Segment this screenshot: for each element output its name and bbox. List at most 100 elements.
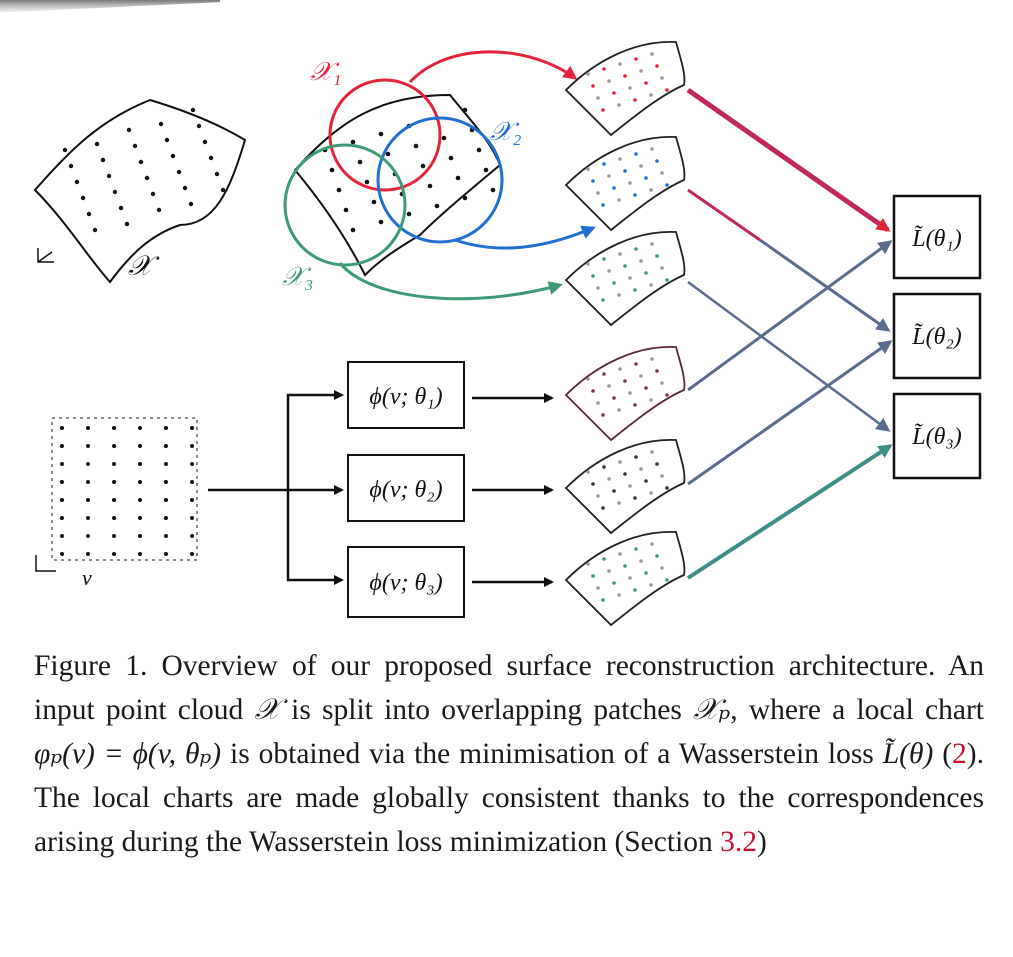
section-ref-link[interactable]: 3.2 [720,826,758,858]
point [378,131,384,137]
point [655,159,659,163]
generated-patches [564,346,686,627]
point [617,408,621,412]
point [60,480,64,484]
point [138,516,142,520]
point [68,163,74,169]
point [455,175,461,181]
caption-lead: Figure 1. Overview of our proposed surfa… [34,650,984,726]
point [190,552,194,556]
point [126,127,132,133]
point [202,139,208,145]
point [660,566,664,570]
point [86,498,90,502]
point [220,187,226,193]
point [639,467,643,471]
point [586,262,590,266]
point [591,574,595,578]
point [60,498,64,502]
point [602,465,606,469]
point [650,147,654,151]
point [164,137,170,143]
point [623,169,627,173]
point [190,462,194,466]
point [655,369,659,373]
point [602,67,606,71]
point [596,401,600,405]
network-output-arrows [472,393,554,587]
equation-ref-link[interactable]: 2 [952,738,967,770]
point [628,276,632,280]
point [138,552,142,556]
point [214,171,220,177]
point [649,398,653,402]
point [188,201,194,207]
point [660,381,664,385]
point [607,269,611,273]
point [350,139,356,145]
point [364,179,370,185]
point [164,516,168,520]
patch-circle-1 [328,78,442,192]
point [441,135,447,141]
point [406,211,412,217]
point [612,281,616,285]
point [607,79,611,83]
point [596,191,600,195]
caption-symbol-xp: 𝒳ₚ [693,694,731,726]
point [601,506,605,510]
point [634,547,638,551]
generated-patch-3 [564,531,686,627]
loss-connections [686,87,893,580]
caption-part-6: ) [757,826,767,858]
patched-surface: 𝒳₁ 𝒳₂ 𝒳₃ [282,50,596,301]
patch-label-2: 𝒳₂ [490,117,521,146]
point [601,413,605,417]
patch-label-3: 𝒳₃ [282,262,313,291]
target-patch-3 [564,231,686,327]
point [639,164,643,168]
point [655,554,659,558]
loss-label-3: L̃(θ₃) [911,423,961,450]
point [80,195,86,201]
caption-part-4: is obtained via the minimisation of a Wa… [221,738,883,770]
point [623,264,627,268]
point [596,494,600,498]
caption-part-2: is split into overlapping patches [279,694,694,726]
point [86,480,90,484]
point [601,298,605,302]
point [60,534,64,538]
point [138,534,142,538]
point [617,103,621,107]
point [628,181,632,185]
point [112,498,116,502]
network-box-2: ϕ(v; θ₂) [347,454,465,522]
point [617,293,621,297]
point [644,386,648,390]
point [62,147,68,153]
point [601,598,605,602]
point [164,498,168,502]
point [490,187,496,193]
caption-part-5a: ( [933,738,953,770]
point [586,377,590,381]
point [150,191,156,197]
point [144,175,150,181]
network-label-1: ϕ(v; θ₁) [369,384,442,410]
point [650,242,654,246]
loss-label-2: L̃(θ₂) [911,323,961,350]
point [190,107,196,113]
point [596,286,600,290]
point [586,167,590,171]
point [633,98,637,102]
point [100,157,106,163]
point [476,147,482,153]
loss-box-2: L̃(θ₂) [892,292,982,380]
point [132,143,138,149]
point [650,52,654,56]
point [112,462,116,466]
point [343,207,349,213]
caption-symbol-x: 𝒳 [254,694,280,726]
point [462,107,468,113]
point [591,84,595,88]
